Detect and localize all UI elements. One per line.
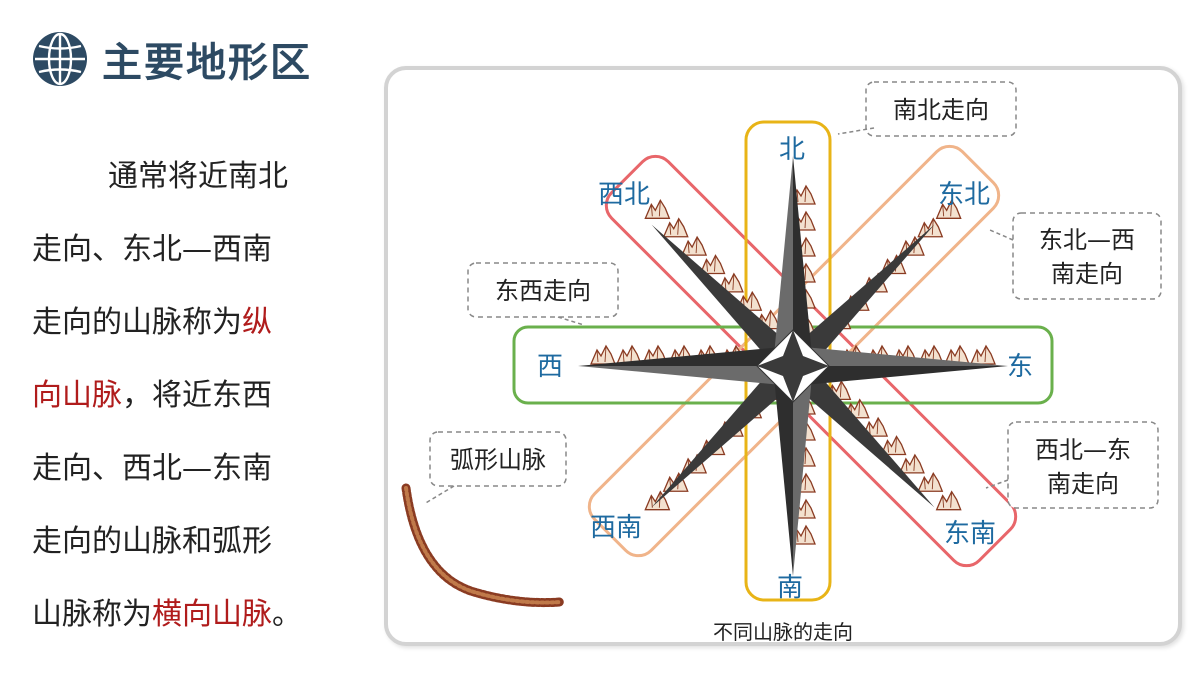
paragraph-text: 走向、东北—西南: [32, 232, 272, 267]
page-title: 主要地形区: [102, 40, 312, 86]
callout-north-south: 南北走向: [837, 81, 1017, 137]
label-southeast: 东南: [944, 519, 996, 549]
label-west: 西: [537, 352, 563, 382]
svg-text:弧形山脉: 弧形山脉: [450, 446, 546, 474]
paragraph-line: 向山脉，将近东西: [32, 359, 352, 432]
paragraph-text: 。: [272, 597, 302, 632]
svg-text:南北走向: 南北走向: [893, 96, 989, 124]
highlight-term: 纵: [242, 305, 272, 340]
mountain-peak: [917, 218, 943, 238]
mountain-peak: [936, 491, 962, 511]
paragraph-line: 通常将近南北: [32, 140, 352, 213]
paragraph-line: 山脉称为横向山脉。: [32, 578, 352, 651]
description-paragraph: 通常将近南北走向、东北—西南走向的山脉称为纵向山脉，将近东西走向、西北—东南走向…: [32, 140, 352, 651]
label-southwest: 西南: [590, 513, 642, 543]
svg-text:南走向: 南走向: [1047, 470, 1119, 498]
mountain-peak: [681, 236, 707, 256]
mountain-direction-diagram: 北 南 西 东 西北 东北 西南 东南 南北走向 东西走向 东北—西 南走向 西…: [401, 81, 1162, 608]
paragraph-text: 走向的山脉和弧形: [32, 524, 272, 559]
label-north: 北: [779, 135, 805, 165]
paragraph-text: 走向的山脉称为: [32, 305, 242, 340]
callout-ne-sw: 东北—西 南走向: [989, 212, 1162, 300]
diagram-panel: 北 南 西 东 西北 东北 西南 东南 南北走向 东西走向 东北—西 南走向 西…: [384, 66, 1182, 646]
svg-text:西北—东: 西北—东: [1035, 436, 1131, 464]
label-northeast: 东北: [938, 180, 990, 210]
svg-text:东西走向: 东西走向: [495, 277, 591, 305]
paragraph-text: ，将近东西: [122, 378, 272, 413]
highlight-term: 横向山脉: [152, 597, 272, 632]
compass-star: [578, 156, 1008, 576]
arc-mountain-range: [401, 483, 565, 608]
paragraph-text: 山脉称为: [32, 597, 152, 632]
paragraph-line: 走向、东北—西南: [32, 213, 352, 286]
label-south: 南: [777, 573, 803, 603]
paragraph-text: 通常将近南北: [108, 159, 288, 194]
paragraph-line: 走向、西北—东南: [32, 432, 352, 505]
header: 主要地形区: [30, 28, 312, 90]
callout-arc: 弧形山脉: [423, 431, 567, 505]
globe-icon: [33, 32, 87, 86]
paragraph-line: 走向的山脉和弧形: [32, 505, 352, 578]
mountain-peak: [663, 218, 689, 238]
mountain-peak: [917, 472, 943, 492]
paragraph-line: 走向的山脉称为纵: [32, 286, 352, 359]
callout-east-west: 东西走向: [467, 262, 619, 326]
mountain-peak: [970, 345, 996, 365]
mountain-peak: [899, 454, 925, 474]
paragraph-text: 走向、西北—东南: [32, 451, 272, 486]
diagram-caption: 不同山脉的走向: [713, 620, 853, 644]
svg-text:东北—西: 东北—西: [1039, 226, 1135, 254]
label-east: 东: [1007, 352, 1033, 382]
callout-nw-se: 西北—东 南走向: [985, 421, 1159, 509]
svg-text:南走向: 南走向: [1051, 260, 1123, 288]
highlight-term: 向山脉: [32, 378, 122, 413]
label-northwest: 西北: [598, 180, 650, 210]
mountain-peak: [590, 345, 616, 365]
